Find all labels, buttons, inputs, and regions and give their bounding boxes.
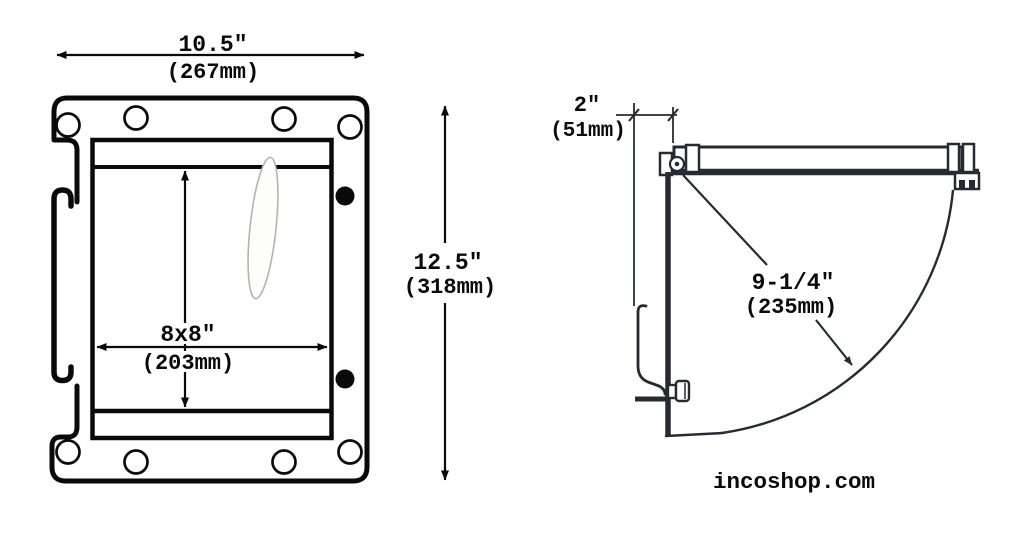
opening-inches-label: 8x8" bbox=[160, 322, 215, 348]
dimension-tick bbox=[628, 108, 640, 122]
rivet-dot bbox=[335, 186, 355, 206]
mounting-hole bbox=[55, 112, 81, 138]
mounting-hole bbox=[55, 439, 81, 465]
dimension-tick bbox=[667, 108, 679, 122]
latch-slot bbox=[959, 180, 965, 188]
swing-inches-label: 9-1/4" bbox=[752, 270, 835, 296]
opening-mm-label: (203mm) bbox=[142, 351, 234, 376]
watermark-text: incoshop.com bbox=[713, 469, 875, 495]
frame-outline bbox=[49, 95, 370, 484]
swing-leader-arrow bbox=[815, 319, 853, 366]
latch-bracket bbox=[946, 142, 961, 174]
label-mask bbox=[139, 351, 236, 372]
open-door-bar bbox=[672, 145, 964, 173]
plan-view-diagram: 2" (51mm) 9-1/4" (235mm) bbox=[550, 93, 981, 438]
door-bottom-edge bbox=[664, 431, 725, 438]
mounting-hole bbox=[123, 105, 149, 131]
door-swing-arc bbox=[721, 189, 955, 435]
latch-keeper bbox=[953, 171, 981, 191]
hinge-profile bbox=[51, 187, 74, 384]
depth-mm-label: (51mm) bbox=[550, 120, 626, 143]
width-mm-label: (267mm) bbox=[167, 60, 259, 85]
mounting-hole bbox=[271, 106, 297, 132]
door-handle bbox=[636, 304, 667, 396]
rivet-dot bbox=[335, 369, 355, 389]
mounting-hole bbox=[123, 449, 149, 475]
swing-leader-line bbox=[682, 174, 768, 266]
latch-knob bbox=[674, 379, 691, 403]
front-view-diagram bbox=[49, 95, 370, 484]
door-panel bbox=[90, 137, 334, 441]
width-inches-label: 10.5" bbox=[178, 32, 247, 58]
hinge-plate bbox=[684, 143, 701, 174]
latch-slot bbox=[969, 180, 975, 188]
mounting-hole bbox=[271, 449, 297, 475]
hinge-pin-center bbox=[674, 161, 680, 167]
swing-mm-label: (235mm) bbox=[745, 295, 837, 320]
front-view-dimensions: 10.5" (267mm) 12.5" (318mm) 8x8" (203mm) bbox=[56, 32, 496, 481]
depth-inches-label: 2" bbox=[574, 93, 600, 118]
height-inches-label: 12.5" bbox=[413, 250, 482, 276]
handle-slot-sketch bbox=[247, 156, 279, 300]
height-mm-label: (318mm) bbox=[404, 275, 496, 300]
latch-bracket bbox=[961, 142, 976, 174]
mounting-hole bbox=[337, 439, 363, 465]
mounting-hole bbox=[337, 114, 363, 140]
label-mask bbox=[154, 323, 222, 344]
